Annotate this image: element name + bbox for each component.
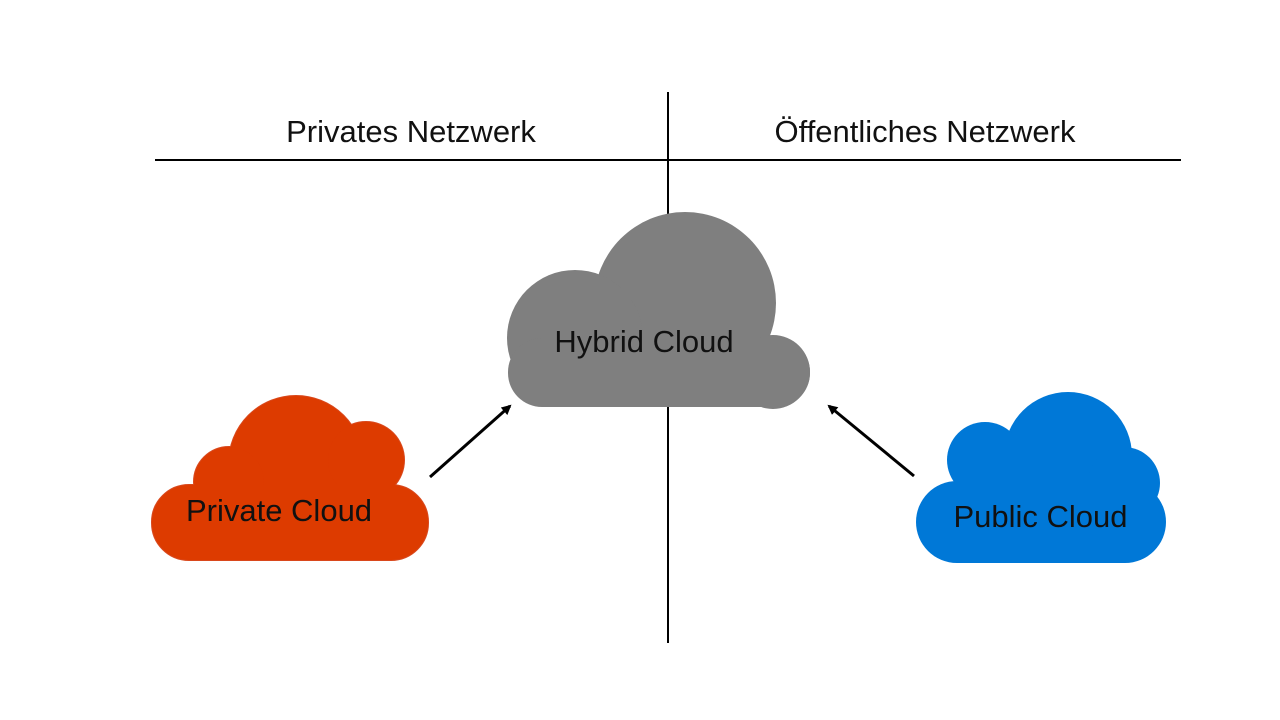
private-cloud-shape <box>151 395 429 561</box>
hybrid-cloud-shape <box>507 212 810 409</box>
hybrid-cloud-label: Hybrid Cloud <box>554 324 734 359</box>
arrow-private-to-hybrid <box>429 404 512 479</box>
public-cloud-shape <box>916 392 1166 563</box>
private-network-header: Privates Netzwerk <box>286 114 536 149</box>
public-cloud-label: Public Cloud <box>953 499 1128 534</box>
private-cloud-label: Private Cloud <box>185 493 373 528</box>
arrow-public-to-hybrid <box>827 404 915 478</box>
public-network-header: Öffentliches Netzwerk <box>774 114 1076 149</box>
